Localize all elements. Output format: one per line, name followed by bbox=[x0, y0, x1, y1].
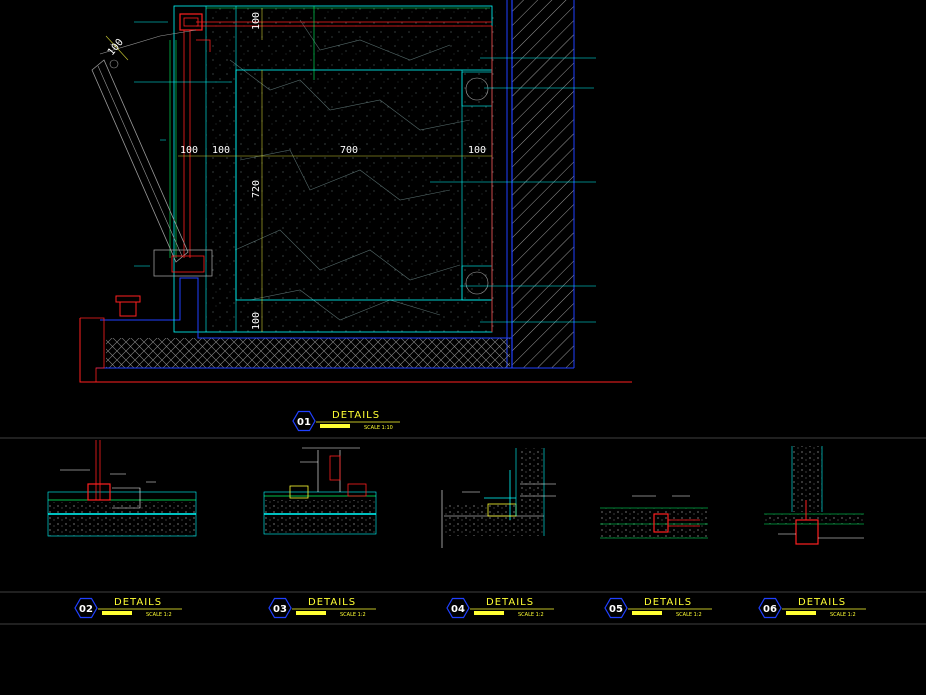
detail-title: DETAILS bbox=[114, 597, 162, 608]
detail-subtitle-mark bbox=[320, 424, 350, 428]
detail-label-05: 05 DETAILS SCALE 1:2 bbox=[604, 597, 712, 619]
detail-drawing-04 bbox=[441, 448, 556, 548]
slab-outline bbox=[100, 277, 512, 339]
dim-top: 100 bbox=[251, 12, 262, 30]
detail-hexagon-icon bbox=[292, 410, 316, 432]
detail-scale: SCALE 1:10 bbox=[364, 425, 393, 431]
valve-top bbox=[179, 13, 203, 31]
dim-left-a: 100 bbox=[180, 145, 198, 156]
detail-title: DETAILS bbox=[798, 597, 846, 608]
detail-scale: SCALE 1:2 bbox=[676, 612, 702, 618]
red-pipe-vertical bbox=[183, 30, 191, 258]
detail-number: 06 bbox=[763, 604, 777, 615]
detail-scale: SCALE 1:2 bbox=[146, 612, 172, 618]
detail-label-02: 02 DETAILS SCALE 1:2 bbox=[74, 597, 182, 619]
red-boundary bbox=[79, 318, 632, 383]
dim-right: 100 bbox=[468, 145, 486, 156]
detail-title: DETAILS bbox=[486, 597, 534, 608]
detail-drawing-05 bbox=[600, 495, 708, 539]
detail-subtitle-mark bbox=[632, 611, 662, 615]
inclined-pipe bbox=[91, 59, 189, 263]
detail-title: DETAILS bbox=[308, 597, 356, 608]
detail-subtitle-mark bbox=[102, 611, 132, 615]
detail-number: 01 bbox=[297, 417, 311, 428]
detail-title: DETAILS bbox=[332, 410, 380, 421]
detail-hexagon-icon bbox=[268, 597, 292, 619]
detail-scale: SCALE 1:2 bbox=[340, 612, 366, 618]
detail-number: 04 bbox=[451, 604, 465, 615]
detail-drawing-03 bbox=[263, 447, 377, 535]
detail-title: DETAILS bbox=[644, 597, 692, 608]
hatched-wall bbox=[512, 0, 574, 368]
detail-number: 03 bbox=[273, 604, 287, 615]
stone-panel bbox=[206, 6, 496, 332]
detail-number: 05 bbox=[609, 604, 623, 615]
junction-box bbox=[153, 249, 213, 277]
detail-subtitle-mark bbox=[474, 611, 504, 615]
detail-drawing-06 bbox=[764, 446, 864, 545]
detail-hexagon-icon bbox=[74, 597, 98, 619]
detail-subtitle-mark bbox=[786, 611, 816, 615]
dim-left-b: 100 bbox=[212, 145, 230, 156]
detail-label-06: 06 DETAILS SCALE 1:2 bbox=[758, 597, 866, 619]
detail-label-01: 01 DETAILS SCALE 1:10 bbox=[292, 410, 400, 432]
leader-lines-right bbox=[430, 57, 596, 323]
stone-crack-lines bbox=[229, 19, 471, 321]
detail-hexagon-icon bbox=[758, 597, 782, 619]
dimension-lines bbox=[105, 8, 492, 332]
detail-scale: SCALE 1:2 bbox=[518, 612, 544, 618]
detail-subtitle-mark bbox=[296, 611, 326, 615]
dim-vertical: 720 bbox=[251, 180, 262, 198]
detail-label-03: 03 DETAILS SCALE 1:2 bbox=[268, 597, 376, 619]
detail-drawing-02 bbox=[47, 440, 197, 537]
detail-hexagon-icon bbox=[446, 597, 470, 619]
detail-label-04: 04 DETAILS SCALE 1:2 bbox=[446, 597, 554, 619]
dim-center: 700 bbox=[340, 145, 358, 156]
concrete-slab bbox=[106, 338, 510, 368]
detail-scale: SCALE 1:2 bbox=[830, 612, 856, 618]
detail-number: 02 bbox=[79, 604, 93, 615]
floor-fixture bbox=[115, 295, 141, 317]
red-pipe-top bbox=[196, 21, 492, 27]
detail-hexagon-icon bbox=[604, 597, 628, 619]
dim-bottom: 100 bbox=[251, 312, 262, 330]
main-plan: 100 100 100 700 100 720 100 100 bbox=[79, 0, 632, 383]
